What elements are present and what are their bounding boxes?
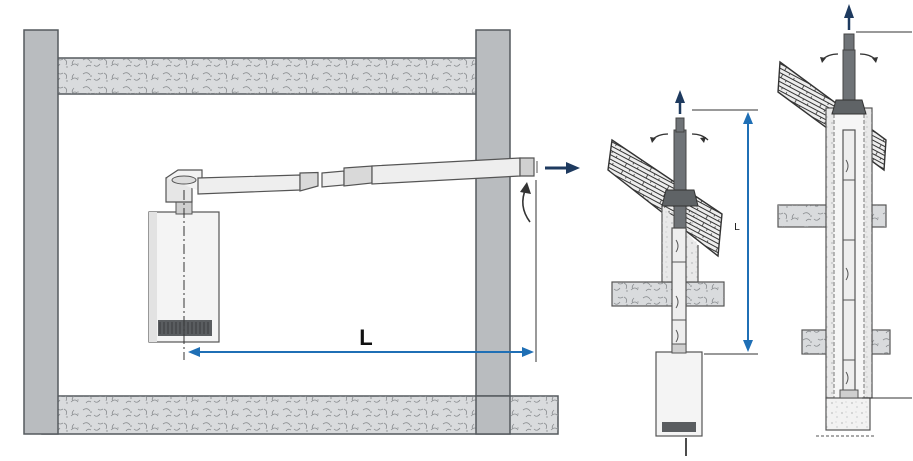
middle-boiler <box>655 343 703 456</box>
middle-roof-terminal <box>673 129 687 229</box>
vertical-dimension: L <box>692 109 758 355</box>
horizontal-installation: L <box>23 29 580 435</box>
right-flue-pipe <box>842 129 856 397</box>
vertical-installation-chase <box>777 4 912 437</box>
horizontal-length-label: L <box>359 325 372 350</box>
left-wall <box>23 29 59 435</box>
outer-wall <box>475 29 511 397</box>
horizontal-dimension: L <box>188 325 534 357</box>
exhaust-arrow <box>545 162 580 174</box>
horizontal-flue-pipe <box>197 157 538 195</box>
vertical-installation-single: L <box>607 90 758 456</box>
vertical-length-label: L <box>734 222 740 233</box>
middle-flue-pipe <box>671 227 687 353</box>
